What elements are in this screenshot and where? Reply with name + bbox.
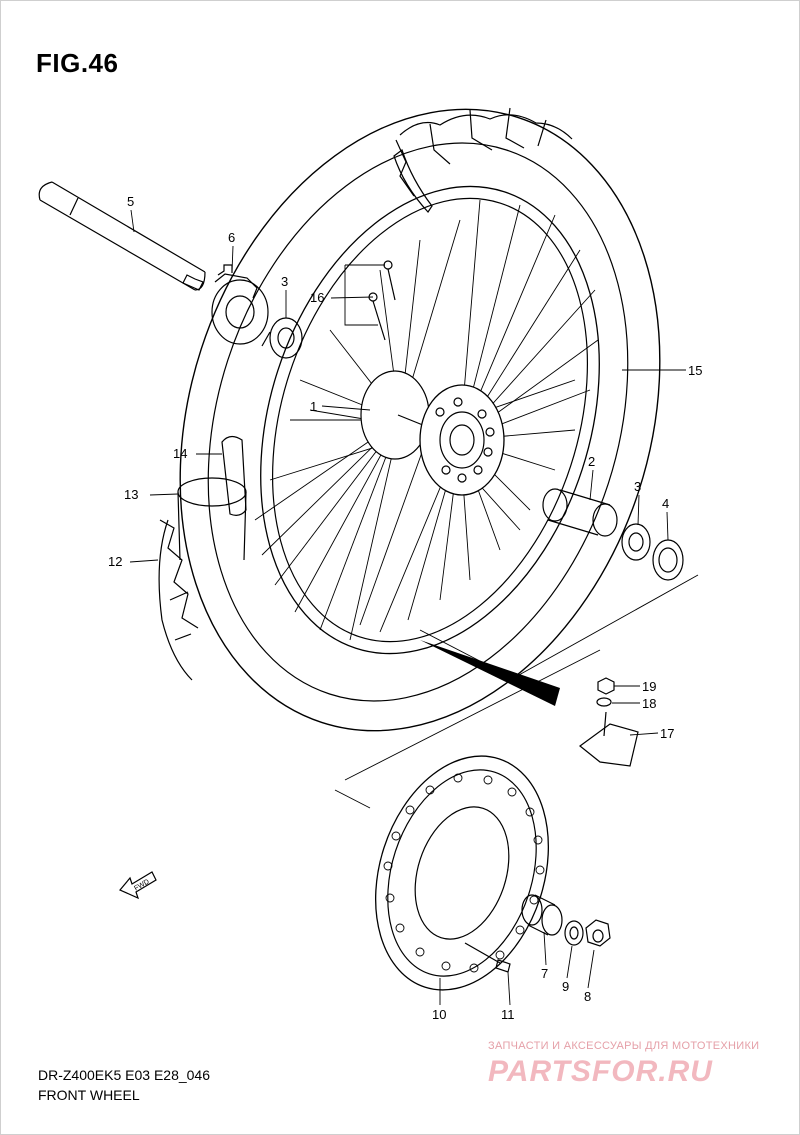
axle-drawing (38, 181, 206, 291)
bearing-right-drawing (621, 523, 651, 561)
callout-14: 14 (173, 446, 187, 461)
callout-6: 6 (228, 230, 235, 245)
hub-drawing (360, 370, 505, 496)
rim-lock-drawing (177, 435, 247, 561)
tire-drawing (158, 107, 661, 732)
watermark-logo: PARTSFOR.RU (488, 1055, 713, 1088)
callout-16: 16 (310, 290, 324, 305)
valve-parts-drawing (579, 677, 639, 767)
callout-3-left: 3 (281, 274, 288, 289)
callout-18: 18 (642, 696, 656, 711)
callout-4: 4 (662, 496, 669, 511)
callout-12: 12 (108, 554, 122, 569)
seal-right-drawing (652, 539, 684, 581)
spoke-nipples-drawing (368, 260, 396, 341)
callout-2: 2 (588, 454, 595, 469)
callout-19: 19 (642, 679, 656, 694)
assembly-guide-lines (334, 264, 699, 809)
callout-8: 8 (584, 989, 591, 1004)
figure-title: FIG.46 (36, 48, 119, 78)
model-code: DR-Z400EK5 E03 E28_046 (38, 1067, 210, 1083)
fwd-badge-label: FWD (133, 878, 150, 892)
spacer-right-drawing (542, 488, 618, 537)
callout-9: 9 (562, 979, 569, 994)
callout-3-right: 3 (634, 479, 641, 494)
spacer-left-drawing (521, 894, 563, 936)
brake-disc-drawing (374, 755, 550, 991)
callout-13: 13 (124, 487, 138, 502)
leader-lines (129, 209, 686, 1006)
callout-15: 15 (688, 363, 702, 378)
callout-17: 17 (660, 726, 674, 741)
callout-7: 7 (541, 966, 548, 981)
callout-1: 1 (310, 399, 317, 414)
direction-wedge (420, 640, 560, 706)
axle-nut-drawing (585, 919, 611, 947)
watermark-tagline: ЗАПЧАСТИ И АКСЕССУАРЫ ДЛЯ МОТОТЕХНИКИ (488, 1040, 760, 1052)
callout-10: 10 (432, 1007, 446, 1022)
speedometer-gearbox-drawing (211, 264, 269, 345)
section-name: FRONT WHEEL (38, 1087, 140, 1103)
forward-direction-badge: FWD (119, 871, 157, 900)
callout-11: 11 (501, 1007, 515, 1022)
callout-5: 5 (127, 194, 134, 209)
washer-drawing (564, 920, 584, 946)
